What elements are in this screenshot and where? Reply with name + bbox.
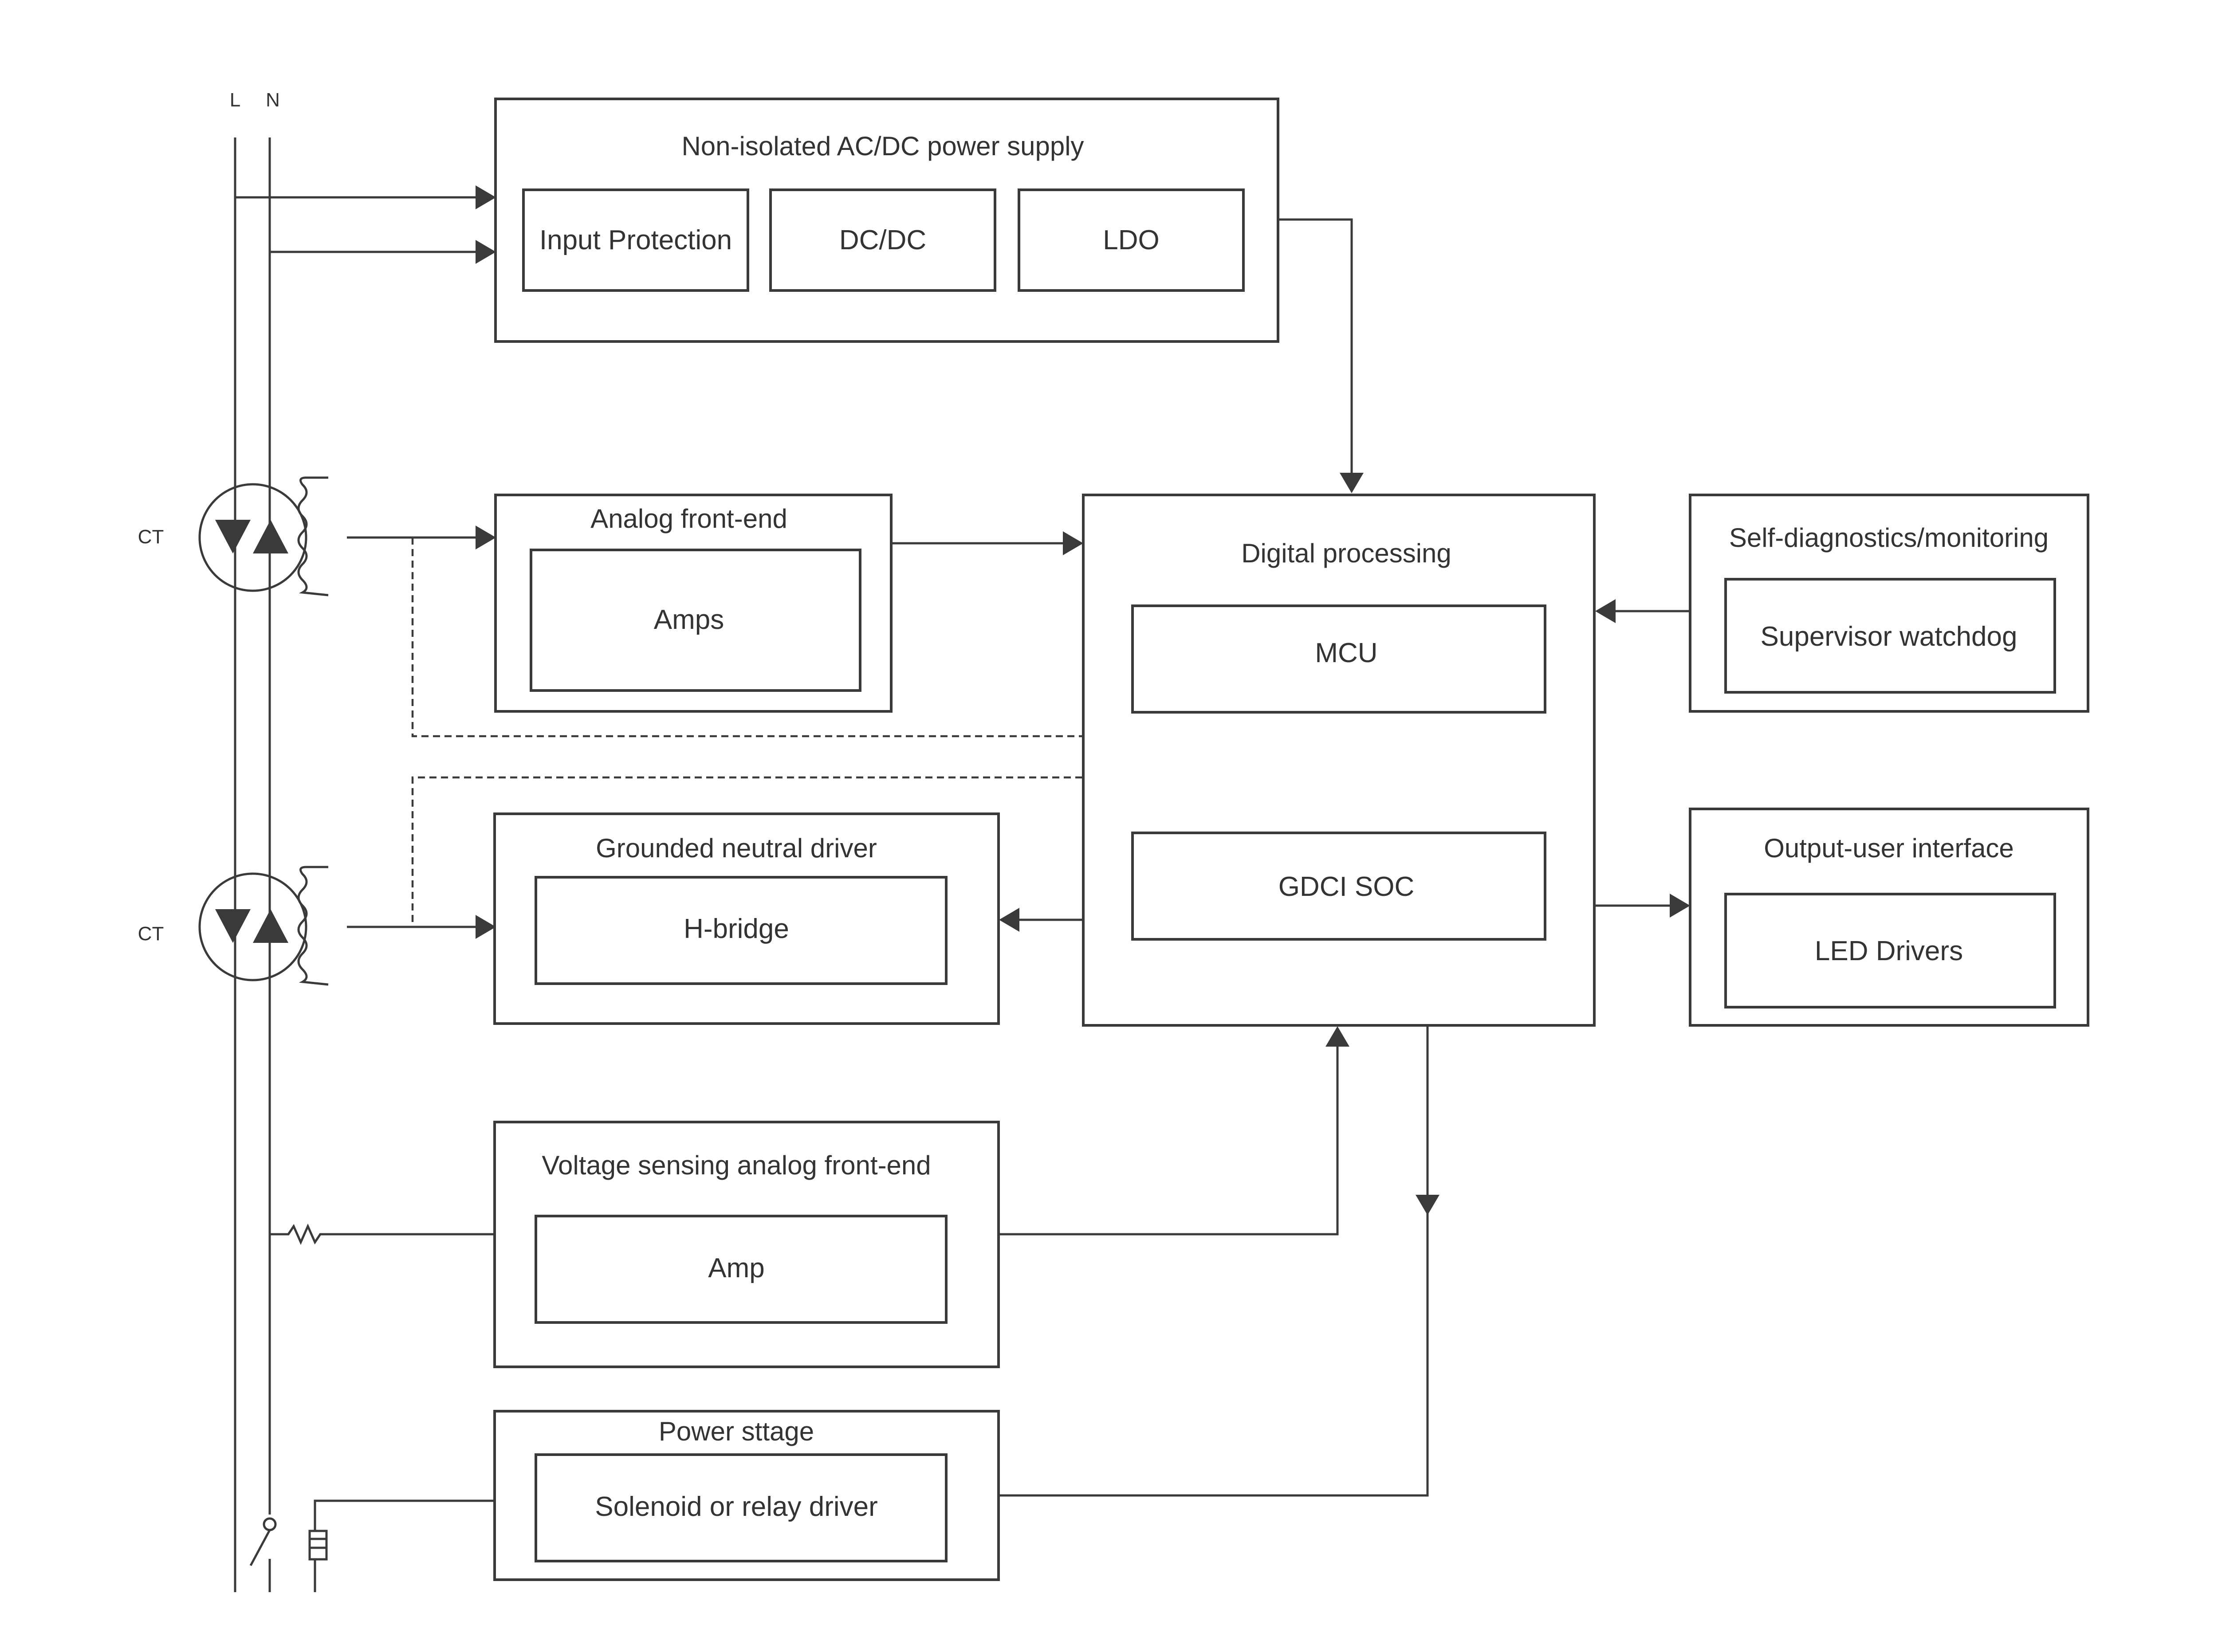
ct-top-label: CT [138, 526, 164, 548]
soc-label: GDCI SOC [1278, 871, 1415, 902]
arrow-psu-to-digital [1340, 473, 1364, 493]
power-supply-block: Non-isolated AC/DC power supply Input Pr… [494, 98, 1279, 343]
arrow-digital-to-power-stage [1416, 1195, 1439, 1215]
arrow-voltage-to-digital [1325, 1026, 1349, 1047]
watchdog-box [1724, 578, 2056, 694]
power-stage-block: Power sttage Solenoid or relay driver [493, 1410, 1000, 1581]
voltage-sensing-block: Voltage sensing analog front-end Amp [493, 1121, 1000, 1368]
output-ui-title: Output-user interface [1764, 833, 2014, 863]
amp-box [535, 1215, 948, 1324]
neutral-label: N [266, 89, 280, 111]
mcu-box [1131, 604, 1546, 714]
h-bridge-label: H-bridge [684, 914, 789, 944]
solenoid-label: Solenoid or relay driver [595, 1491, 878, 1522]
dashed-digital-to-ct-bottom [411, 776, 1082, 927]
led-drivers-box [1724, 893, 2056, 1008]
digital-processing-title: Digital processing [1241, 538, 1451, 568]
h-bridge-box [535, 876, 948, 985]
current-transformer-bottom-icon [198, 866, 329, 986]
analog-front-end-title: Analog front-end [590, 504, 787, 534]
power-supply-title: Non-isolated AC/DC power supply [681, 131, 1084, 161]
digital-processing-block: Digital processing MCU GDCI SOC [1082, 494, 1596, 1027]
wire-psu-to-digital [1278, 218, 1353, 474]
grounded-neutral-title: Grounded neutral driver [596, 833, 877, 863]
ct-bottom-label: CT [138, 923, 164, 945]
input-protection-box [522, 188, 749, 292]
arrow-digital-to-output [1670, 894, 1690, 918]
main-switch-icon [249, 1517, 277, 1592]
output-ui-block: Output-user interface LED Drivers [1689, 808, 2089, 1027]
arrow-diag-to-digital [1595, 599, 1616, 623]
arrow-ct-bottom-to-gnd [476, 915, 496, 939]
arrow-afe-to-digital [1063, 531, 1083, 555]
grounded-neutral-block: Grounded neutral driver H-bridge [493, 812, 1000, 1025]
analog-front-end-block: Analog front-end Amps [494, 494, 893, 713]
mcu-label: MCU [1315, 638, 1377, 668]
arrow-ct-top-to-afe [476, 526, 496, 549]
ldo-label: LDO [1103, 225, 1159, 255]
arrow-digital-to-gnd [999, 908, 1019, 932]
amps-box [530, 549, 861, 692]
led-drivers-label: LED Drivers [1815, 936, 1963, 966]
voltage-sensing-title: Voltage sensing analog front-end [542, 1150, 931, 1180]
line-label: L [230, 89, 240, 111]
dashed-ct-top-to-digital [411, 538, 1082, 738]
solenoid-box [535, 1453, 948, 1562]
amps-label: Amps [654, 604, 724, 635]
wire-voltage-to-digital [999, 1046, 1339, 1236]
resistor-icon [270, 1223, 495, 1245]
arrow-n-to-psu [476, 240, 496, 264]
self-diagnostics-title: Self-diagnostics/monitoring [1729, 523, 2049, 553]
input-protection-label: Input Protection [539, 225, 732, 255]
arrow-l-to-psu [476, 185, 496, 209]
ldo-box [1018, 188, 1245, 292]
power-stage-title: Power sttage [659, 1417, 814, 1446]
watchdog-label: Supervisor watchdog [1761, 621, 2017, 652]
wire-digital-to-power-stage [999, 1025, 1429, 1497]
current-transformer-top-icon [198, 476, 329, 596]
self-diagnostics-block: Self-diagnostics/monitoring Supervisor w… [1689, 494, 2089, 713]
solenoid-coil-icon [308, 1499, 495, 1592]
dcdc-box [769, 188, 996, 292]
soc-box [1131, 832, 1546, 941]
dcdc-label: DC/DC [839, 225, 926, 255]
amp-label: Amp [708, 1253, 764, 1283]
